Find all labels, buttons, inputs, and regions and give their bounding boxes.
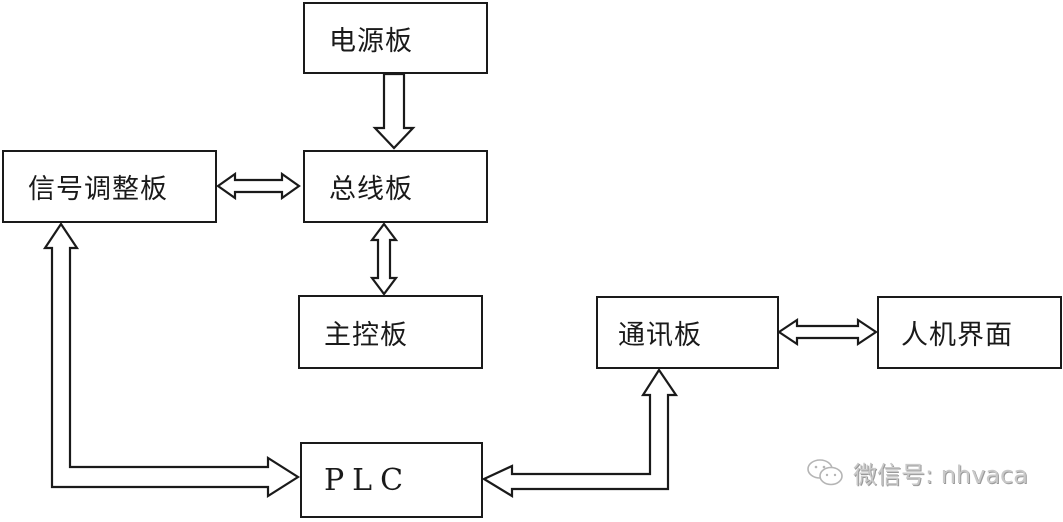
arrow-plc-comm bbox=[481, 368, 679, 498]
plc-node: PLC bbox=[300, 442, 483, 518]
plc-label: PLC bbox=[324, 462, 412, 498]
signal-board-label: 信号调整板 bbox=[28, 174, 168, 205]
arrow-power-to-bus bbox=[372, 72, 416, 150]
main-control-board-node: 主控板 bbox=[298, 295, 483, 369]
arrow-signal-plc bbox=[42, 222, 301, 498]
signal-board-node: 信号调整板 bbox=[2, 150, 217, 223]
power-board-label: 电源板 bbox=[329, 25, 413, 57]
comm-board-label: 通讯板 bbox=[618, 320, 702, 351]
watermark: 微信号: nhvaca bbox=[805, 455, 1028, 490]
main-control-board-label: 主控板 bbox=[324, 319, 408, 351]
wechat-icon bbox=[807, 458, 843, 485]
comm-board-node: 通讯板 bbox=[596, 296, 779, 369]
arrow-signal-bus bbox=[216, 171, 301, 201]
arrow-comm-hmi bbox=[777, 317, 878, 347]
watermark-text: 微信号: nhvaca bbox=[853, 461, 1028, 489]
arrow-bus-main bbox=[369, 222, 399, 296]
hmi-label: 人机界面 bbox=[901, 320, 1013, 351]
power-board-node: 电源板 bbox=[303, 2, 488, 74]
hmi-node: 人机界面 bbox=[877, 296, 1062, 369]
bus-board-label: 总线板 bbox=[329, 174, 413, 205]
bus-board-node: 总线板 bbox=[303, 150, 488, 223]
